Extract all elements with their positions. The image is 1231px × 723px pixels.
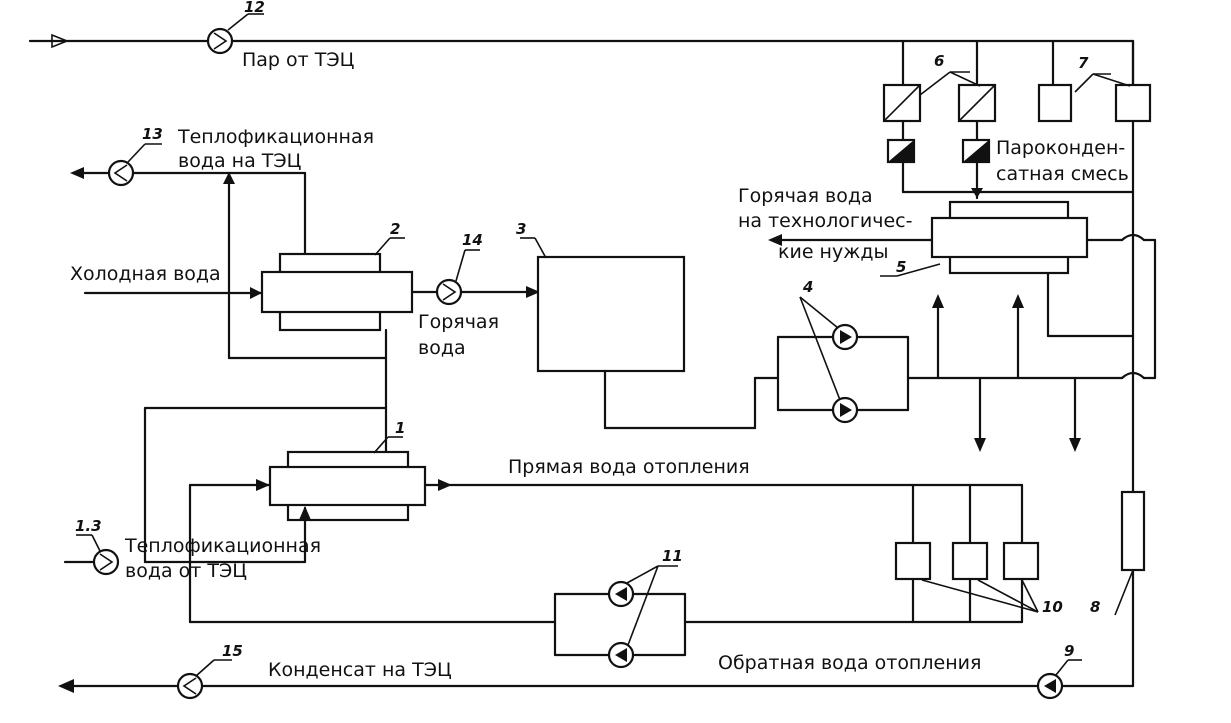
ref-number-8: 8	[1090, 598, 1100, 616]
pump-group-11	[553, 565, 687, 669]
heat-exchanger-2	[70, 167, 414, 564]
heat-exchanger-5	[768, 200, 1157, 380]
steam-consumers-7	[1037, 73, 1152, 123]
pump-13-top	[107, 143, 162, 187]
pump-14	[410, 249, 540, 306]
ref-number-2: 2	[390, 220, 400, 238]
heat-exchanger-1	[63, 406, 1024, 624]
heating-consumers-10	[188, 483, 1040, 624]
label-hot-tech-line1: Горячая вода	[738, 185, 873, 207]
ref-number-9: 9	[1064, 642, 1074, 660]
condensate-line	[58, 490, 1146, 700]
ref-number-1: 1	[395, 419, 405, 437]
label-condensate: Конденсат на ТЭЦ	[268, 659, 452, 681]
ref-number-15: 15	[222, 642, 243, 660]
label-dh-water-in-line1: Теплофикационная	[124, 535, 321, 557]
label-steam: Пар от ТЭЦ	[242, 49, 354, 71]
pump-13-bottom	[76, 534, 120, 576]
storage-tank-3	[520, 237, 780, 430]
label-dh-water-in-line2: вода от ТЭЦ	[125, 560, 247, 582]
steam-consumers-6	[882, 71, 1135, 200]
label-dh-water-out-line1: Теплофикационная	[177, 126, 374, 148]
ref-number-13-bottom: 1.3	[75, 517, 102, 535]
ref-number-7: 7	[1078, 54, 1089, 72]
ref-number-10: 10	[1042, 598, 1063, 616]
label-cold-water: Холодная вода	[70, 263, 221, 285]
label-hot-tech-line3: кие нужды	[778, 241, 888, 263]
ref-number-6: 6	[934, 52, 944, 70]
label-steam-cond-line1: Пароконден-	[996, 137, 1125, 159]
label-dh-water-out-line2: вода на ТЭЦ	[178, 150, 301, 172]
label-hot-water-line1: Горячая	[418, 311, 499, 333]
label-hot-tech-line2: на технологичес-	[738, 210, 912, 232]
ref-number-12: 12	[244, 0, 265, 16]
pump-group-4	[776, 294, 1157, 452]
pump-12	[206, 13, 264, 55]
ref-number-5: 5	[896, 258, 906, 276]
ref-number-4: 4	[802, 278, 813, 296]
label-direct-heating: Прямая вода отопления	[508, 456, 750, 478]
label-hot-water-line2: вода	[418, 337, 466, 359]
ref-number-11: 11	[662, 547, 683, 565]
label-steam-cond-line2: сатная смесь	[996, 163, 1129, 185]
ref-number-13-top: 13	[142, 125, 163, 143]
ref-number-14: 14	[462, 231, 483, 249]
ref-number-3: 3	[516, 220, 526, 238]
label-return-heating: Обратная вода отопления	[718, 652, 981, 674]
